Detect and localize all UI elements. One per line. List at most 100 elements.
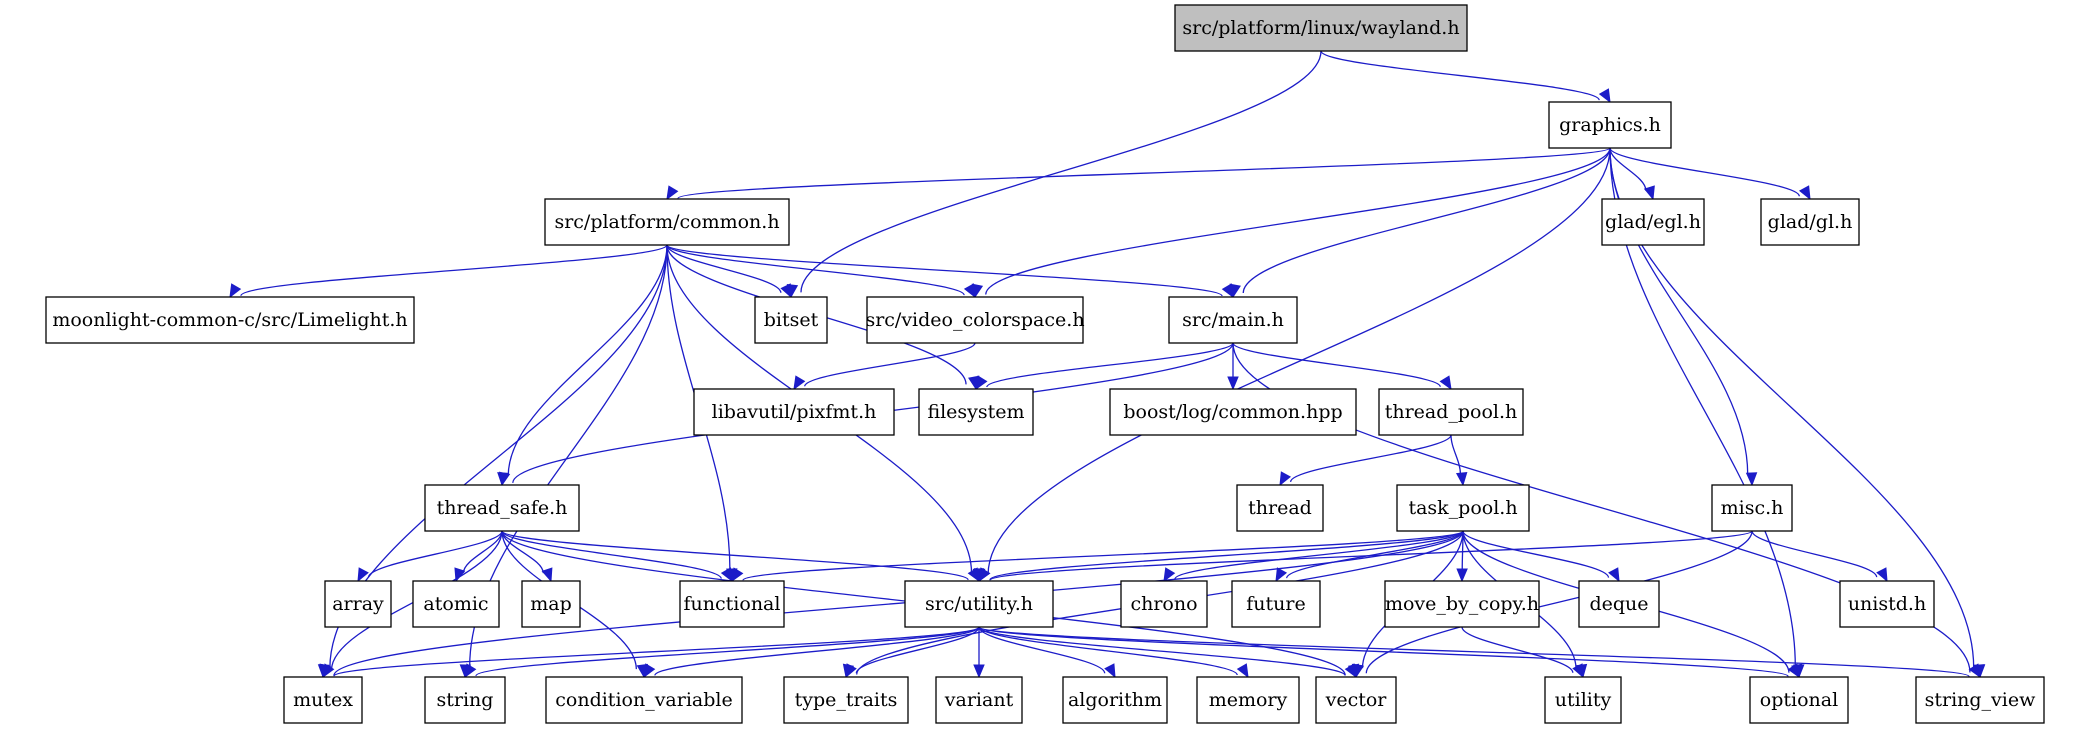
node-utility[interactable]: utility bbox=[1544, 676, 1622, 724]
edge-arrowhead bbox=[1344, 663, 1357, 679]
node-memory[interactable]: memory bbox=[1196, 676, 1300, 724]
node-pixfmt-h[interactable]: libavutil/pixfmt.h bbox=[693, 388, 895, 436]
edge-line bbox=[666, 244, 1223, 297]
edge-arrowhead bbox=[978, 567, 991, 583]
node-box bbox=[904, 580, 1054, 628]
edge-line bbox=[240, 244, 668, 297]
node-video-colorspace-h[interactable]: src/video_colorspace.h bbox=[865, 296, 1085, 344]
node-mutex[interactable]: mutex bbox=[283, 676, 363, 724]
edge-arrowhead bbox=[1598, 88, 1611, 104]
node-array[interactable]: array bbox=[324, 580, 392, 628]
edge-platform_common_h-to-bitset bbox=[666, 244, 792, 299]
edge-line bbox=[1751, 530, 1878, 578]
node-box bbox=[1196, 676, 1300, 724]
edge-main_h-to-boost_log_common bbox=[1227, 342, 1239, 391]
node-label: thread_pool.h bbox=[1385, 401, 1518, 423]
node-box bbox=[783, 676, 909, 724]
edge-line bbox=[804, 342, 976, 387]
edge-graphics_h-to-glad_gl_h bbox=[1609, 147, 1811, 201]
node-misc-h[interactable]: misc.h bbox=[1711, 484, 1793, 532]
node-wayland-h[interactable]: src/platform/linux/wayland.h bbox=[1174, 4, 1468, 52]
node-task-pool-h[interactable]: task_pool.h bbox=[1396, 484, 1530, 532]
edge-arrowhead bbox=[1787, 663, 1800, 679]
edge-thread_pool_h-to-task_pool_h bbox=[1450, 434, 1468, 487]
node-label: variant bbox=[944, 689, 1014, 711]
node-box bbox=[1168, 296, 1298, 344]
node-condition-variable[interactable]: condition_variable bbox=[545, 676, 743, 724]
node-atomic[interactable]: atomic bbox=[412, 580, 500, 628]
edge-platform_common_h-to-thread_safe_h bbox=[497, 244, 668, 487]
edge-line bbox=[333, 530, 1464, 676]
edge-line bbox=[666, 244, 782, 293]
node-label: array bbox=[332, 593, 384, 615]
node-box bbox=[1915, 676, 2045, 724]
node-filesystem[interactable]: filesystem bbox=[918, 388, 1034, 436]
edge-platform_common_h-to-video_colorspace_h bbox=[666, 244, 976, 299]
edge-line bbox=[1462, 530, 1610, 578]
edge-arrowhead bbox=[1455, 471, 1468, 487]
node-label: moonlight-common-c/src/Limelight.h bbox=[52, 309, 407, 331]
node-box bbox=[1749, 676, 1849, 724]
edge-line bbox=[978, 626, 1346, 677]
node-label: task_pool.h bbox=[1408, 497, 1517, 519]
edge-line bbox=[1461, 626, 1574, 674]
node-boost-log-common[interactable]: boost/log/common.hpp bbox=[1109, 388, 1357, 436]
node-box bbox=[679, 580, 785, 628]
node-label: mutex bbox=[293, 689, 353, 711]
node-optional[interactable]: optional bbox=[1749, 676, 1849, 724]
node-label: libavutil/pixfmt.h bbox=[712, 401, 877, 423]
node-box bbox=[1231, 580, 1321, 628]
node-label: functional bbox=[684, 593, 781, 615]
node-string[interactable]: string bbox=[424, 676, 506, 724]
node-unistd-h[interactable]: unistd.h bbox=[1839, 580, 1935, 628]
node-box bbox=[1236, 484, 1324, 532]
node-glad-gl-h[interactable]: glad/gl.h bbox=[1760, 198, 1860, 246]
edge-arrowhead bbox=[1104, 663, 1116, 679]
node-future[interactable]: future bbox=[1231, 580, 1321, 628]
node-label: algorithm bbox=[1068, 689, 1162, 711]
node-bitset[interactable]: bitset bbox=[754, 296, 828, 344]
node-map[interactable]: map bbox=[521, 580, 581, 628]
node-limelight-h[interactable]: moonlight-common-c/src/Limelight.h bbox=[45, 296, 415, 344]
node-box bbox=[935, 676, 1023, 724]
node-type-traits[interactable]: type_traits bbox=[783, 676, 909, 724]
edge-misc_h-to-utility_h bbox=[978, 530, 1753, 583]
edge-utility_h-to-vector bbox=[978, 626, 1357, 679]
node-vector[interactable]: vector bbox=[1315, 676, 1397, 724]
node-label: glad/egl.h bbox=[1605, 211, 1701, 233]
node-algorithm[interactable]: algorithm bbox=[1062, 676, 1168, 724]
node-box bbox=[1396, 484, 1530, 532]
node-graphics-h[interactable]: graphics.h bbox=[1548, 101, 1672, 149]
node-platform-common-h[interactable]: src/platform/common.h bbox=[544, 198, 790, 246]
edge-arrowhead bbox=[498, 471, 511, 487]
node-thread-pool-h[interactable]: thread_pool.h bbox=[1378, 388, 1524, 436]
node-label: chrono bbox=[1130, 593, 1197, 615]
edge-utility_h-to-type_traits bbox=[845, 626, 980, 679]
edge-line bbox=[507, 244, 668, 476]
node-utility-h[interactable]: src/utility.h bbox=[904, 580, 1054, 628]
edge-move_by_copy_h-to-utility bbox=[1461, 626, 1584, 679]
node-box bbox=[1109, 388, 1357, 436]
edge-line bbox=[1365, 530, 1753, 674]
edge-arrowhead bbox=[1456, 568, 1468, 583]
edge-task_pool_h-to-future bbox=[1275, 530, 1464, 583]
node-box bbox=[1174, 4, 1468, 52]
node-variant[interactable]: variant bbox=[935, 676, 1023, 724]
node-thread[interactable]: thread bbox=[1236, 484, 1324, 532]
node-functional[interactable]: functional bbox=[679, 580, 785, 628]
edge-line bbox=[333, 626, 980, 677]
node-label: vector bbox=[1325, 689, 1388, 711]
node-glad-egl-h[interactable]: glad/egl.h bbox=[1601, 198, 1705, 246]
node-thread-safe-h[interactable]: thread_safe.h bbox=[424, 484, 580, 532]
node-main-h[interactable]: src/main.h bbox=[1168, 296, 1298, 344]
node-move-by-copy-h[interactable]: move_by_copy.h bbox=[1384, 580, 1540, 628]
node-chrono[interactable]: chrono bbox=[1120, 580, 1208, 628]
edge-arrowhead bbox=[666, 185, 679, 201]
node-string-view[interactable]: string_view bbox=[1915, 676, 2045, 724]
edge-arrowhead bbox=[1643, 185, 1655, 201]
node-box bbox=[324, 580, 392, 628]
node-label: optional bbox=[1760, 689, 1838, 711]
edge-arrowhead bbox=[1439, 375, 1452, 391]
node-deque[interactable]: deque bbox=[1578, 580, 1660, 628]
